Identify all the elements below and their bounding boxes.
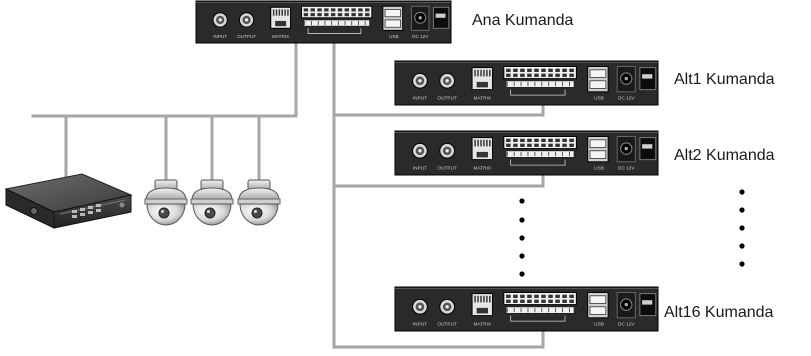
input-caption: INPUT [413, 96, 427, 102]
dome-camera-3 [237, 179, 281, 226]
dome-camera-1 [144, 179, 188, 226]
camera-bus-cable [31, 35, 298, 118]
dome-camera-2 [190, 179, 234, 226]
ellipsis-dot [519, 217, 525, 223]
dc-caption: DC 12V [618, 322, 635, 328]
panel-cover-block [639, 137, 657, 161]
matrix-caption: MATRIX [473, 166, 491, 172]
sub1-controller-label: Alt1 Kumanda [674, 71, 775, 88]
camera-lens [251, 207, 263, 219]
usb-caption: USB [594, 322, 604, 328]
continuation-dots [519, 189, 745, 277]
output-caption: OUTPUT [437, 322, 457, 328]
dc-caption: DC 12V [412, 34, 429, 39]
sub16-controller-panel: INPUT OUTPUT MATRIX USB DC 12V [394, 286, 659, 332]
output-caption: OUTPUT [237, 34, 256, 39]
camera-lens [158, 207, 170, 219]
controller-trunk-cable [332, 33, 545, 349]
matrix-caption: MATRIX [272, 34, 289, 39]
main-controller-label: Ana Kumanda [472, 12, 574, 29]
cables [31, 33, 545, 349]
camera-lens [204, 207, 216, 219]
usb-caption: USB [594, 96, 604, 102]
dc-caption: DC 12V [618, 166, 635, 172]
ellipsis-dot [519, 271, 525, 277]
ellipsis-dot [519, 198, 525, 204]
input-caption: INPUT [213, 34, 227, 39]
ellipsis-dot [739, 261, 745, 267]
usb-caption: USB [594, 166, 604, 172]
input-caption: INPUT [413, 322, 427, 328]
sub2-controller-label: Alt2 Kumanda [674, 147, 775, 164]
ellipsis-dot [739, 225, 745, 231]
dc-caption: DC 12V [618, 96, 635, 102]
ellipsis-dot [739, 207, 745, 213]
main-controller-panel: INPUT OUTPUT MATRIX USB DC 12V [195, 0, 452, 44]
usb-caption: USB [389, 34, 398, 39]
ellipsis-dot [519, 235, 525, 241]
ellipsis-dot [519, 253, 525, 259]
terminal-block [301, 5, 373, 19]
sub1-controller-panel: INPUT OUTPUT MATRIX USB DC 12V [394, 60, 659, 106]
controller-panels: INPUT OUTPUT MATRIX USB DC 12V INPUT OUTPUT MAT… [195, 0, 659, 332]
output-caption: OUTPUT [437, 166, 457, 172]
matrix-caption: MATRIX [473, 322, 491, 328]
sub16-controller-label: Alt16 Kumanda [664, 304, 774, 321]
ellipsis-dot [739, 243, 745, 249]
input-caption: INPUT [413, 166, 427, 172]
output-caption: OUTPUT [437, 96, 457, 102]
dvr-recorder [4, 173, 133, 229]
ellipsis-dot [739, 189, 745, 195]
dome-cameras [144, 179, 281, 226]
sub2-controller-panel: INPUT OUTPUT MATRIX USB DC 12V [394, 130, 659, 176]
matrix-caption: MATRIX [473, 96, 491, 102]
